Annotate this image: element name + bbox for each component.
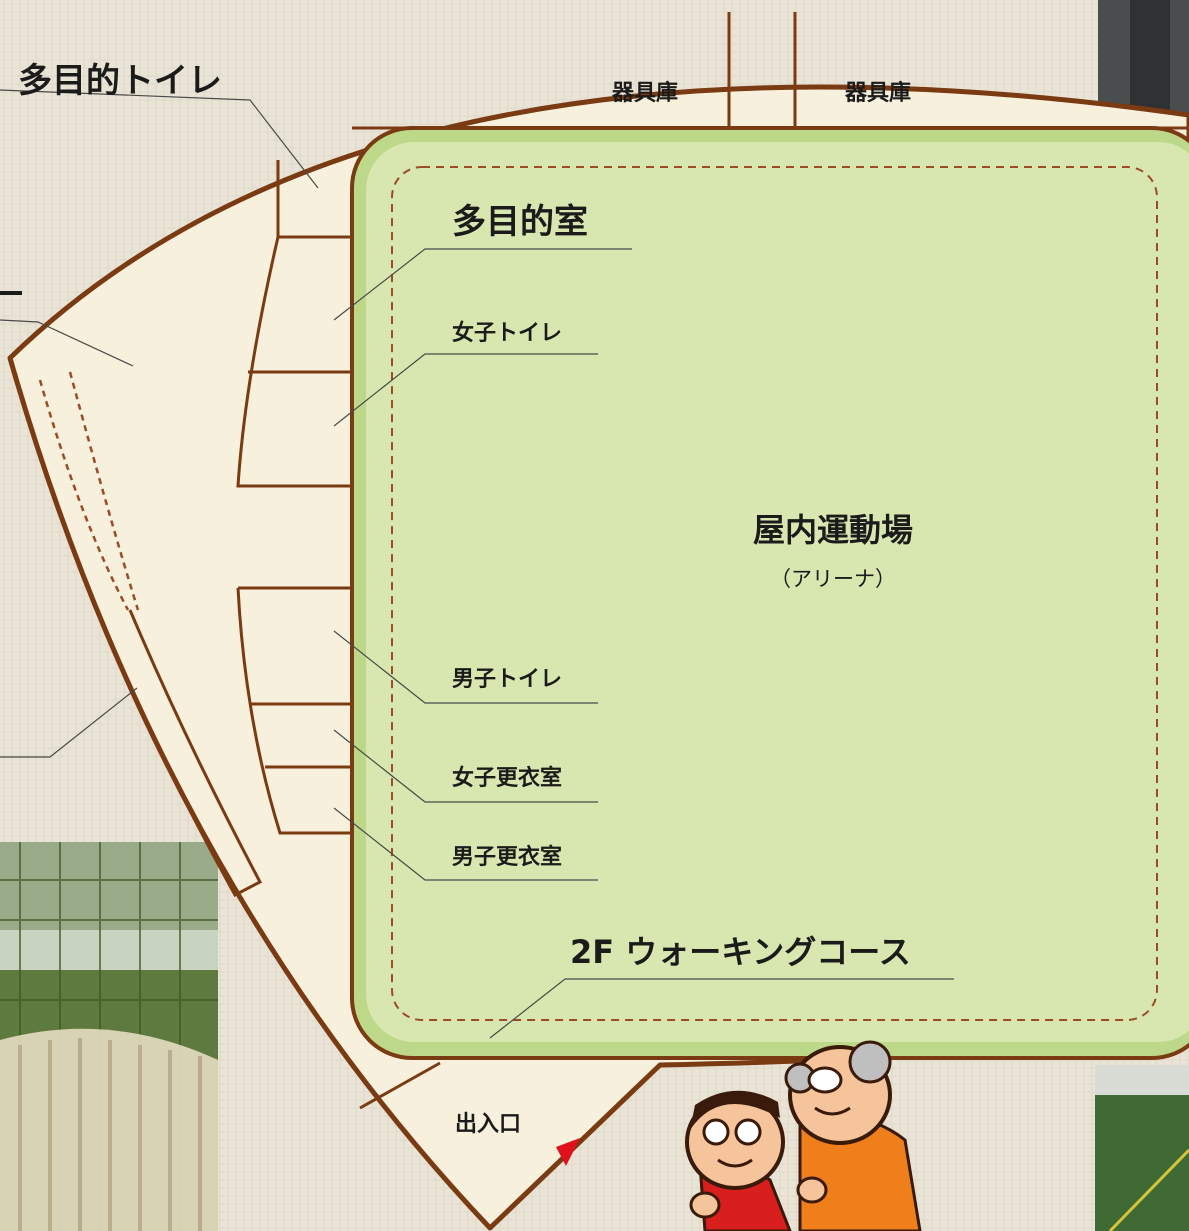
entrance-arrow-icon [556,1138,580,1166]
arena-title: 屋内運動場 [753,511,913,549]
arena-corner-photo [1095,1065,1189,1231]
multipurpose-room-label: 多目的室 [452,202,588,242]
cropped-label-mark [0,291,22,295]
womens-locker-label: 女子更衣室 [452,765,562,791]
arena-subtitle: （アリーナ） [770,567,896,591]
walking-course-label: 2F ウォーキングコース [570,933,911,971]
top-right-photo [1098,0,1189,120]
arena-floor [366,142,1189,1042]
mens-locker-label: 男子更衣室 [452,844,562,870]
storage-left-label: 器具庫 [611,80,678,106]
multipurpose-toilet-label: 多目的トイレ [18,61,222,101]
side-room-walls [236,160,441,1110]
indoor-net-photo [0,842,218,1231]
mascot-man-glasses-icon [685,1090,792,1231]
storage-right-label: 器具庫 [844,80,911,106]
entrance-label: 出入口 [455,1112,521,1137]
mascot-old-man-icon [784,1040,922,1231]
leader-lines [0,89,954,1039]
womens-toilet-label: 女子トイレ [452,320,562,346]
mens-toilet-label: 男子トイレ [452,667,562,692]
walking-course-path [391,166,1158,1021]
corridor-lanes [38,371,263,898]
